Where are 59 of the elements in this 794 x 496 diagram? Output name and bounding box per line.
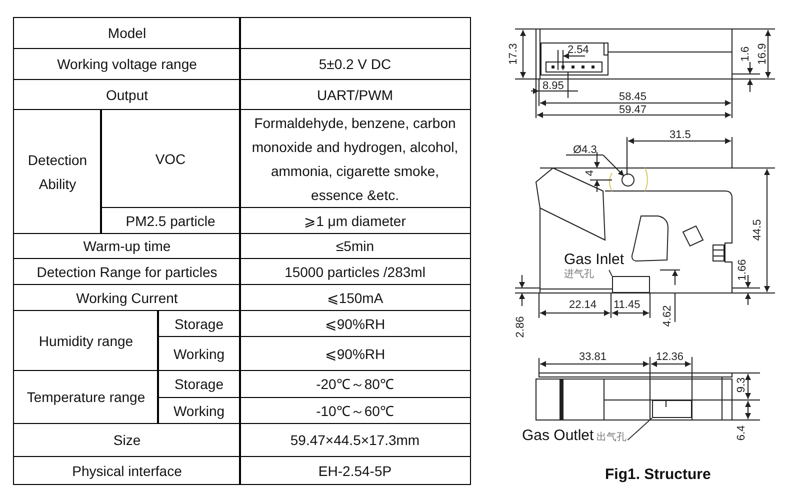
dimension-label: 58.45 — [619, 91, 647, 103]
table-cell: Physical interface — [13, 456, 241, 485]
callout-sublabel: 出气孔 — [596, 432, 627, 444]
dimension-label: 31.5 — [670, 129, 691, 141]
table-cell: UART/PWM — [239, 79, 471, 110]
dimension-label: 17.3 — [507, 43, 520, 65]
dimension-label: 1.6 — [739, 46, 752, 62]
leader-line — [627, 418, 652, 440]
table-cell: -10℃～60℃ — [239, 397, 471, 424]
dimension-label: 2.86 — [514, 316, 526, 338]
dimension-label: 4 — [584, 170, 596, 176]
table-cell: Size — [13, 423, 241, 457]
dimension-label: 6.4 — [735, 425, 748, 441]
table-cell: Working — [157, 336, 241, 371]
table-cell: Storage — [157, 310, 241, 337]
table-cell: Temperature range — [13, 370, 159, 424]
table-cell: ≤5min — [239, 233, 471, 259]
dimension-label: 2.54 — [568, 44, 589, 56]
leader-line — [608, 270, 612, 276]
dimension-label: 12.36 — [656, 351, 684, 363]
table-cell: 5±0.2 V DC — [239, 48, 471, 80]
table-cell: 15000 particles /283ml — [239, 258, 471, 285]
table-cell: ⩽150mA — [239, 284, 471, 311]
table-cell: ⩽90%RH — [239, 310, 471, 337]
dimension-label: 33.81 — [579, 351, 607, 363]
table-cell: Formaldehyde, benzene, carbon monoxide and hydrogen, alcohol, ammonia, cigarette smoke, essence &etc. — [239, 109, 471, 208]
opening-outline — [612, 276, 650, 293]
table-cell: -20℃～80℃ — [239, 370, 471, 398]
dimension-label: 4.62 — [661, 305, 674, 327]
table-cell: PM2.5 particle — [100, 207, 241, 234]
table-cell: ⩽90%RH — [239, 336, 471, 371]
table-cell: Warm-up time — [13, 233, 241, 259]
table-cell: Working — [157, 397, 241, 424]
table-cell: ⩾1 μm diameter — [239, 207, 471, 234]
dimension-label: 16.9 — [756, 43, 768, 65]
dimension-label: 11.45 — [614, 299, 640, 311]
dimension-label: 1.66 — [736, 259, 748, 281]
table-cell: VOC — [100, 109, 241, 208]
callout-sublabel: 进气孔 — [564, 269, 594, 281]
callout-label: Gas Outlet — [522, 427, 594, 445]
dimension-label: 9.3 — [735, 377, 748, 393]
table-cell: Detection Range for particles — [13, 258, 241, 285]
callout-label: Gas Inlet — [564, 251, 624, 268]
table-cell: Storage — [157, 370, 241, 398]
figure-caption: Fig1. Structure — [605, 466, 711, 483]
dimension-label: 22.14 — [569, 299, 597, 311]
table-cell: Working voltage range — [13, 48, 241, 80]
dimension-label: 59.47 — [619, 104, 647, 116]
table-cell: Working Current — [13, 284, 241, 311]
opening-outline — [652, 400, 692, 418]
dimension-label: Ø4.3 — [573, 144, 597, 156]
table-cell: EH-2.54-5P — [239, 456, 471, 485]
table-cell: Detection Ability — [13, 109, 102, 234]
table-cell: Output — [13, 79, 241, 110]
table-cell: 59.47×44.5×17.3mm — [239, 423, 471, 457]
table-cell: Humidity range — [13, 310, 159, 371]
table-cell: Model — [13, 17, 241, 49]
dimension-label: 44.5 — [751, 219, 764, 241]
dimension-label: 8.95 — [542, 80, 564, 92]
